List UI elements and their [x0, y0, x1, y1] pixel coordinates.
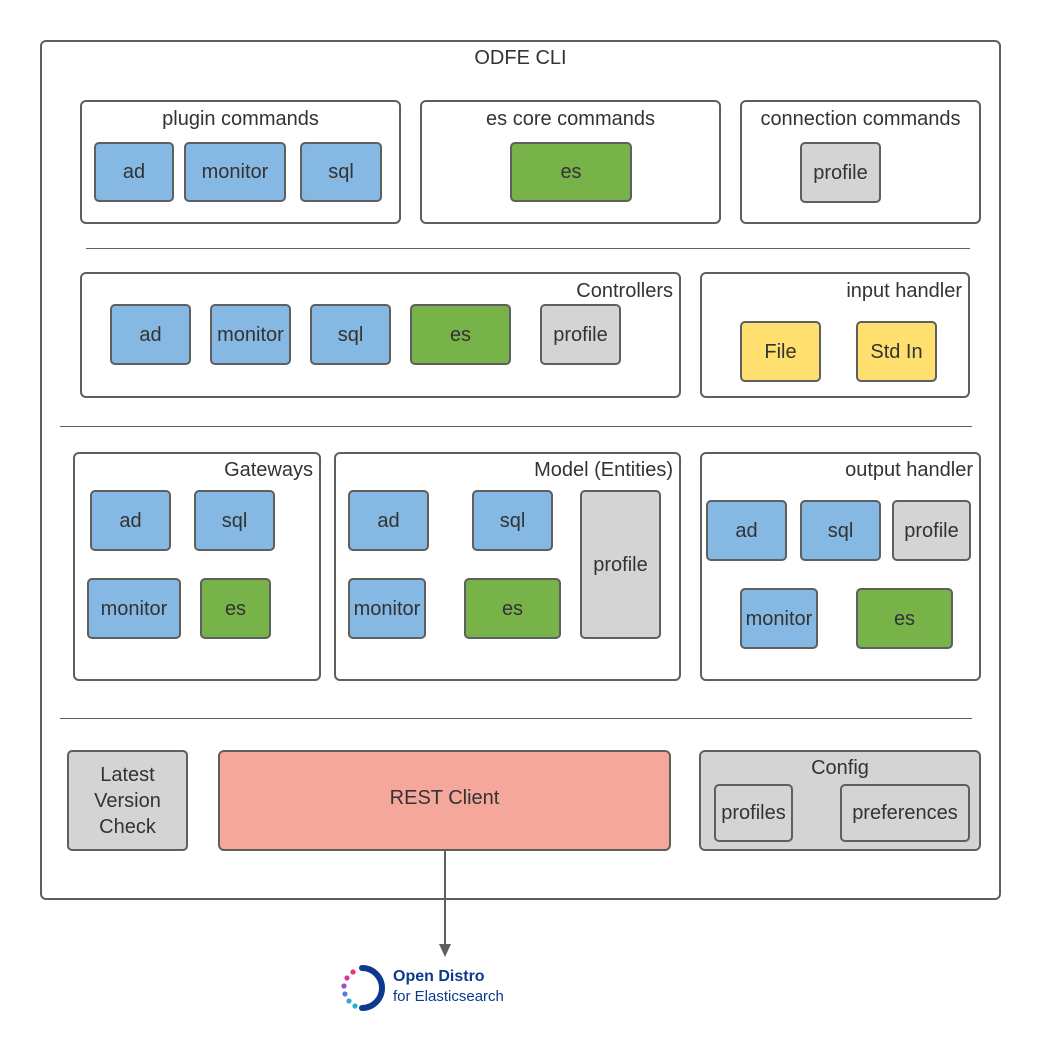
model-ad-box: ad — [348, 490, 429, 551]
input-file-box: File — [740, 321, 821, 382]
input-handler-title: input handler — [846, 280, 962, 302]
connection-commands-title: connection commands — [760, 108, 961, 130]
connection-profile-box: profile — [800, 142, 881, 203]
gateway-ad-box: ad — [90, 490, 171, 551]
output-profile-box: profile — [892, 500, 971, 561]
controller-profile-box: profile — [540, 304, 621, 365]
divider-1 — [86, 248, 970, 249]
output-sql-box: sql — [800, 500, 881, 561]
gateway-monitor-box: monitor — [87, 578, 181, 639]
core-es-box: es — [510, 142, 632, 202]
gateway-sql-box: sql — [194, 490, 275, 551]
output-ad-box: ad — [706, 500, 787, 561]
gateways-title: Gateways — [224, 459, 313, 481]
controller-ad-box: ad — [110, 304, 191, 365]
open-distro-logo-icon — [341, 965, 385, 1011]
model-profile-box: profile — [580, 490, 661, 639]
odfe-cli-title: ODFE CLI — [474, 47, 567, 69]
controller-monitor-box: monitor — [210, 304, 291, 365]
open-distro-logo: Open Distro for Elasticsearch — [340, 965, 540, 1011]
model-sql-box: sql — [472, 490, 553, 551]
output-es-box: es — [856, 588, 953, 649]
plugin-monitor-box: monitor — [184, 142, 286, 202]
input-stdin-box: Std In — [856, 321, 937, 382]
model-monitor-box: monitor — [348, 578, 426, 639]
controllers-title: Controllers — [576, 280, 673, 302]
plugin-ad-box: ad — [94, 142, 174, 202]
open-distro-logo-line1: Open Distro — [393, 968, 485, 985]
controller-sql-box: sql — [310, 304, 391, 365]
es-core-commands-title: es core commands — [486, 108, 655, 130]
config-preferences-box: preferences — [840, 784, 970, 842]
config-title: Config — [811, 757, 869, 779]
divider-2 — [60, 426, 972, 427]
rest-client-box: REST Client — [218, 750, 671, 851]
controller-es-box: es — [410, 304, 511, 365]
model-entities-title: Model (Entities) — [534, 459, 673, 481]
model-es-box: es — [464, 578, 561, 639]
gateway-es-box: es — [200, 578, 271, 639]
output-monitor-box: monitor — [740, 588, 818, 649]
plugin-sql-box: sql — [300, 142, 382, 202]
rest-client-arrow — [439, 850, 451, 957]
output-handler-title: output handler — [845, 459, 973, 481]
plugin-commands-title: plugin commands — [162, 108, 319, 130]
divider-3 — [60, 718, 972, 719]
latest-version-check-box: Latest Version Check — [67, 750, 188, 851]
open-distro-logo-line2: for Elasticsearch — [393, 988, 504, 1005]
rest-client-label: REST Client — [389, 787, 500, 809]
gateways-group: Gateways — [73, 452, 321, 681]
config-profiles-box: profiles — [714, 784, 793, 842]
